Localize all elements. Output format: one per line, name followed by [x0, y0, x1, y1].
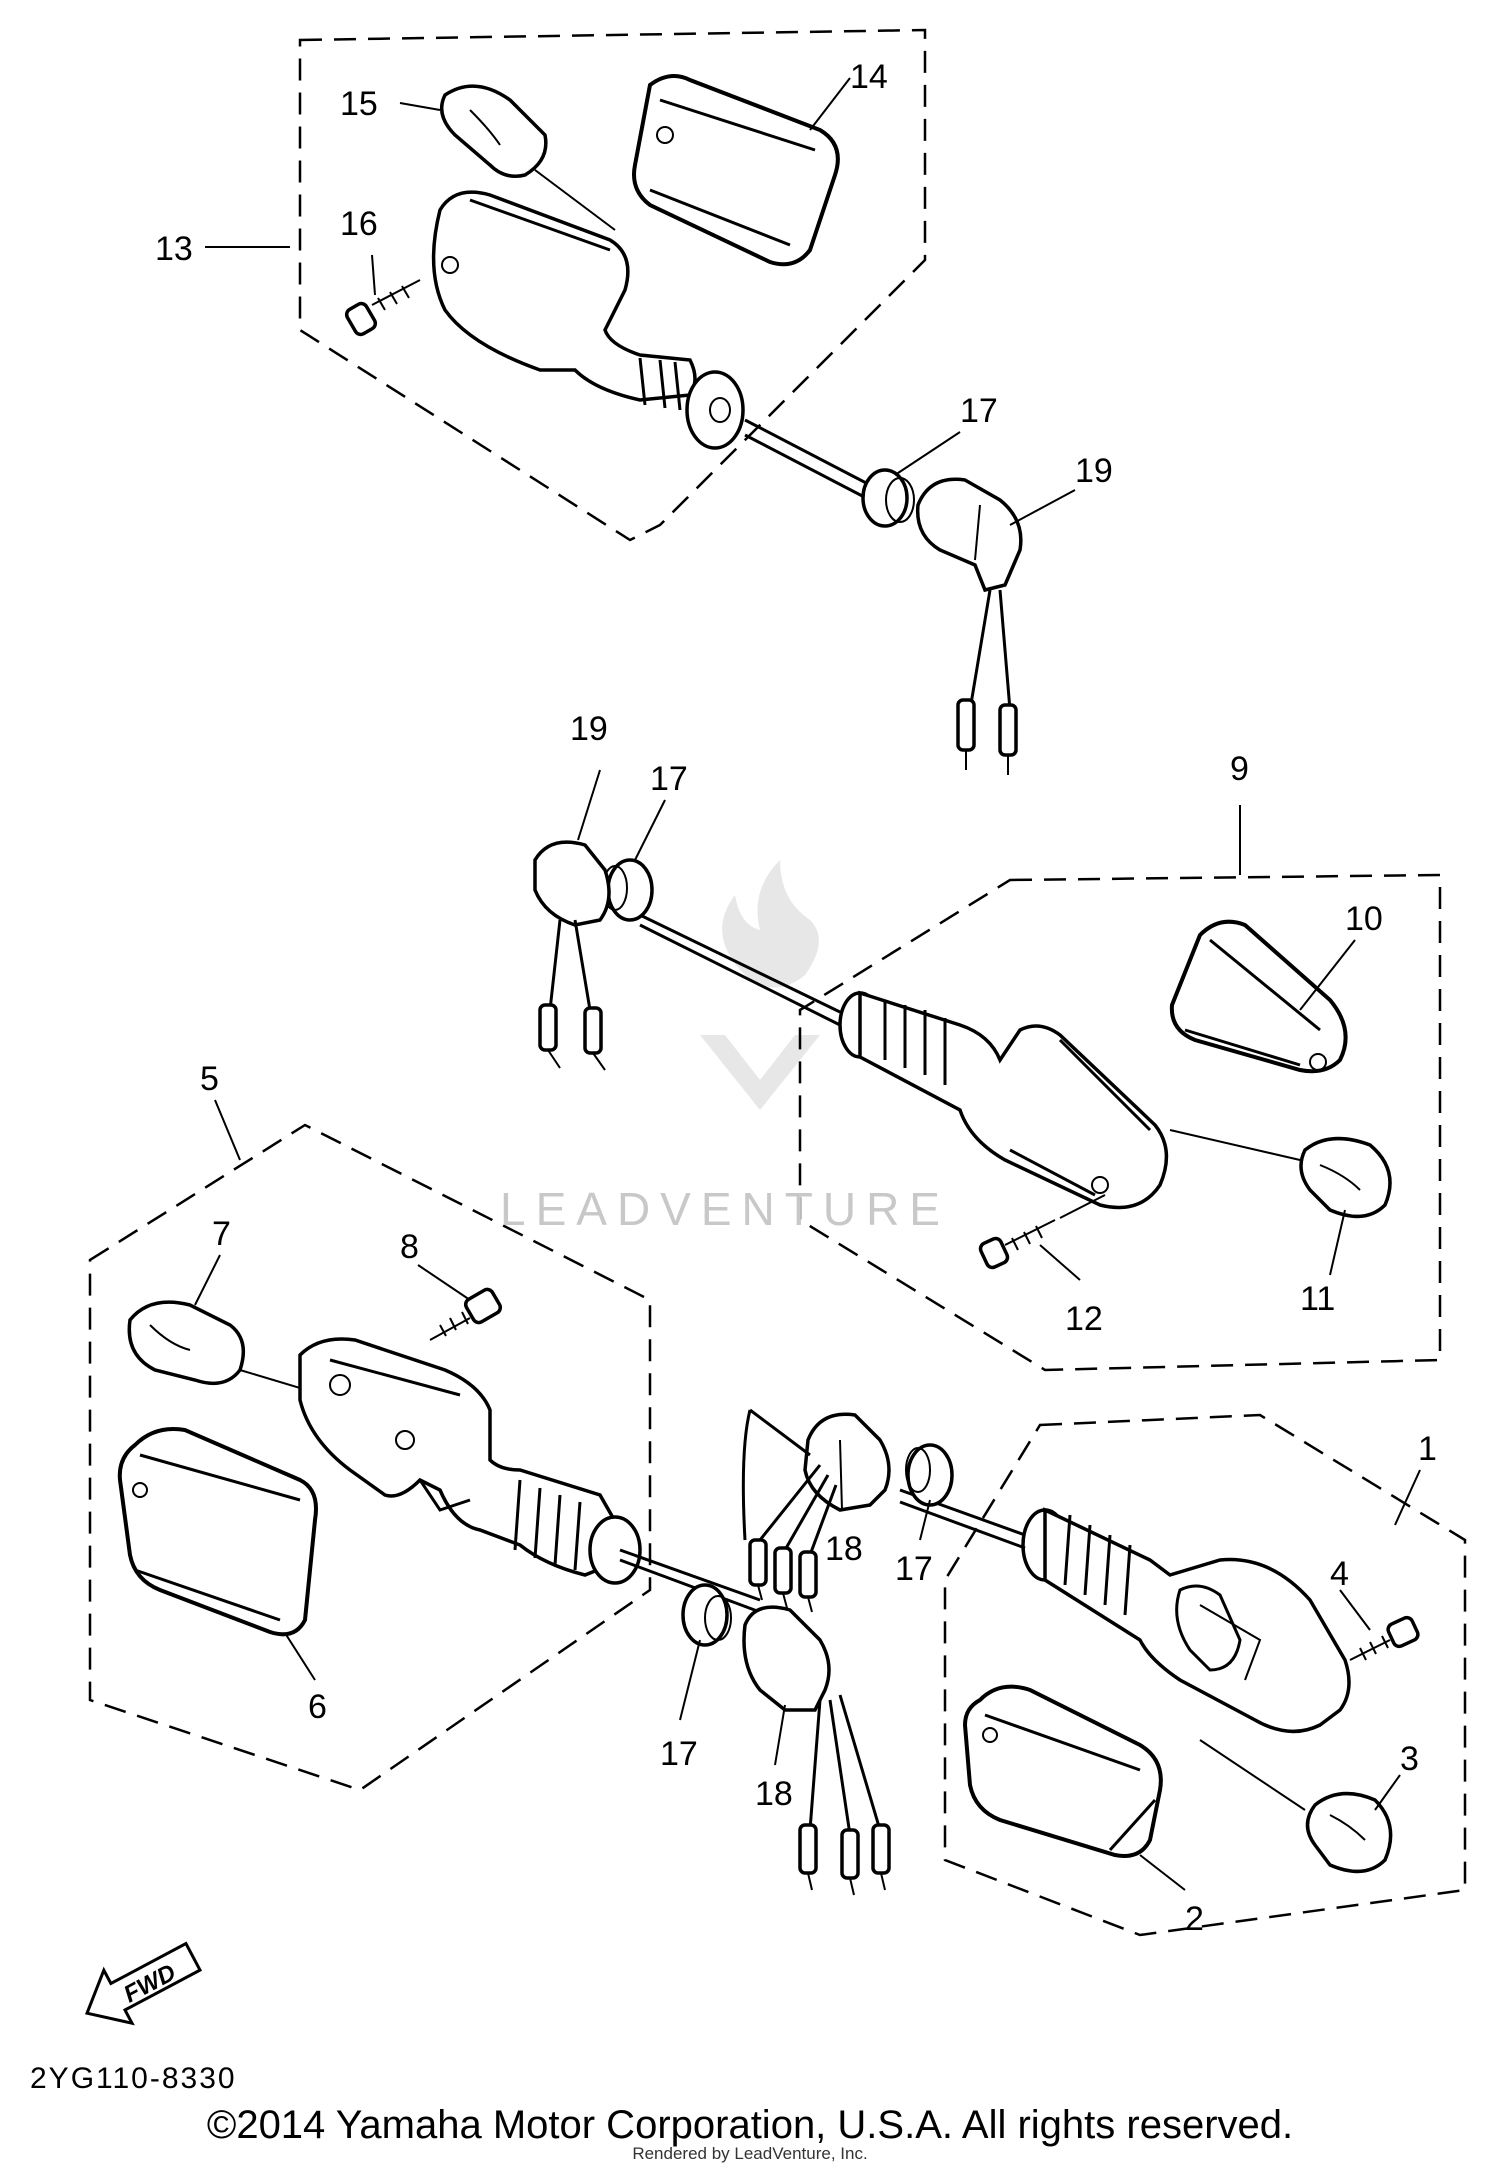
- lens-10: [1169, 919, 1348, 1074]
- callout-11: 11: [1300, 1280, 1335, 1318]
- rendered-by-notice: Rendered by LeadVenture, Inc.: [632, 2144, 868, 2163]
- callout-2: 2: [1185, 1900, 1204, 1938]
- cover-19-middle: [533, 840, 611, 1071]
- callout-16: 16: [340, 205, 378, 243]
- lens-2: [962, 1684, 1163, 1858]
- callout-7: 7: [212, 1215, 231, 1253]
- callout-5: 5: [200, 1060, 219, 1098]
- grommet-17-bottom-right: [905, 1443, 954, 1507]
- assembly-1-boundary: [943, 1413, 1467, 1937]
- callout-19: 19: [570, 710, 608, 748]
- assembly-1-rear-left-flasher: [741, 1408, 1467, 1937]
- callout-9: 9: [1230, 750, 1249, 788]
- flasher-housing-13: [431, 190, 871, 502]
- assembly-13-boundary: [298, 28, 927, 542]
- assembly-9-rear-right-flasher: [533, 840, 1442, 1372]
- watermark-text: LEADVENTURE: [500, 1183, 950, 1235]
- grommet-17-top: [861, 468, 915, 528]
- callout-15: 15: [340, 85, 378, 123]
- cover-18-bottom-left: [742, 1605, 891, 1896]
- screw-8: [429, 1287, 503, 1341]
- assembly-13-front-right-flasher: [298, 28, 1023, 775]
- callout-18: 18: [755, 1775, 793, 1813]
- fwd-direction-arrow: FWD: [84, 1941, 203, 2026]
- callout-3: 3: [1400, 1740, 1419, 1778]
- callout-12: 12: [1065, 1300, 1103, 1338]
- callout-19: 19: [1075, 452, 1113, 490]
- assembly-5-boundary: [88, 1123, 652, 1792]
- assembly-9-boundary: [798, 873, 1442, 1372]
- bulb-11: [1169, 1129, 1392, 1219]
- callout-13: 13: [155, 230, 193, 268]
- callout-17: 17: [960, 392, 998, 430]
- bulb-15: [439, 84, 616, 231]
- callout-1: 1: [1418, 1430, 1437, 1468]
- flasher-housing-1: [899, 1488, 1351, 1734]
- screw-4: [1349, 1615, 1420, 1661]
- callout-14: 14: [850, 58, 888, 96]
- lens-6: [117, 1427, 318, 1637]
- flasher-housing-5: [298, 1337, 761, 1614]
- callout-10: 10: [1345, 900, 1383, 938]
- grommet-17-bottom-left: [681, 1583, 732, 1647]
- callout-6: 6: [308, 1688, 327, 1726]
- cover-19-top: [915, 477, 1023, 775]
- callout-18: 18: [825, 1530, 863, 1568]
- callout-4: 4: [1330, 1555, 1349, 1593]
- callout-17: 17: [895, 1550, 933, 1588]
- callout-17: 17: [650, 760, 688, 798]
- callout-labels: 13 15 14 16 17 19 9 10 11 12 19 17 5 7 8…: [155, 58, 1437, 1938]
- fwd-label: FWD: [119, 1959, 180, 2008]
- screw-12: [978, 1194, 1106, 1270]
- leader-lines: [194, 77, 1421, 1891]
- flasher-housing-9: [639, 913, 1169, 1210]
- bulb-3: [1199, 1739, 1393, 1874]
- callout-8: 8: [400, 1228, 419, 1266]
- figure-code: 2YG110-8330: [30, 2062, 237, 2095]
- lens-14: [632, 74, 840, 267]
- leadventure-watermark: [700, 860, 820, 1110]
- screw-16: [344, 279, 421, 337]
- copyright-notice: ©2014 Yamaha Motor Corporation, U.S.A. A…: [206, 2103, 1294, 2147]
- callout-17: 17: [660, 1735, 698, 1773]
- assembly-5-front-left-flasher: [88, 1123, 891, 1896]
- cover-18-bottom-right: [741, 1408, 891, 1613]
